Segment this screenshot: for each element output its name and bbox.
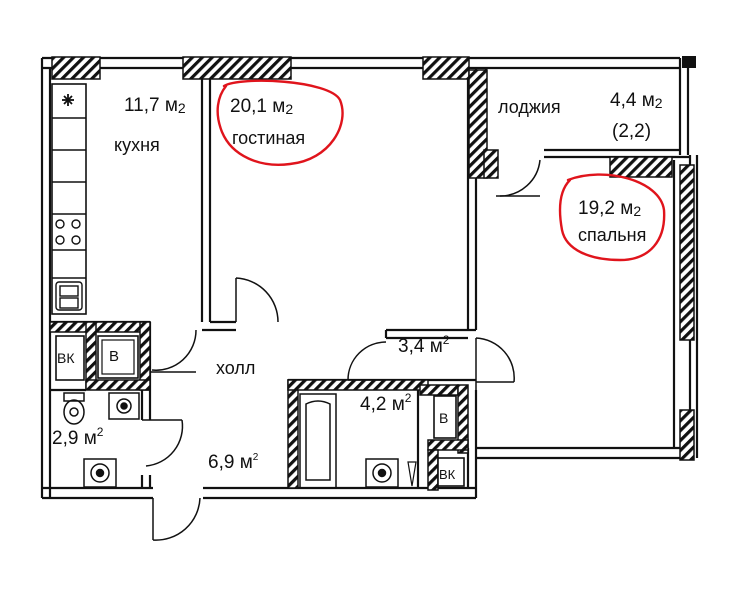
wc-area: 2,9 м2	[52, 425, 104, 449]
corridor-area: 3,4 м2	[398, 333, 450, 357]
outer-walls	[40, 56, 699, 500]
door-swing-icon	[142, 159, 541, 541]
room-labels: 11,7 м2 кухня 20,1 м2 гостиная лоджия 4,…	[52, 90, 663, 482]
v-shaft-1-label: В	[109, 348, 119, 365]
v-shaft-2	[433, 395, 457, 439]
bath-area: 4,2 м2	[360, 391, 412, 415]
bath-step-icon	[407, 461, 417, 487]
living-name: гостиная	[232, 128, 305, 148]
loggia-name: лоджия	[498, 97, 561, 117]
hall-area: 6,9 м2	[208, 452, 259, 473]
vk-shaft-1-label: ВК	[57, 350, 75, 366]
toilet-icon	[63, 392, 85, 425]
kitchen-area: 11,7 м2	[124, 95, 186, 116]
hatched-walls	[49, 56, 695, 491]
vk-shaft-1	[55, 335, 85, 381]
v-shaft-2-label: В	[439, 410, 448, 426]
vk-shaft-2	[437, 457, 465, 487]
hall-name: холл	[216, 358, 255, 378]
living-area: 20,1 м2	[230, 96, 293, 117]
wc-sink-icon	[108, 392, 140, 420]
highlight-marks	[216, 79, 666, 262]
loggia-area: 4,4 м2	[610, 90, 663, 111]
bath-sink-icon	[365, 458, 399, 488]
bedroom-area: 19,2 м2	[578, 198, 641, 219]
hob-icon	[55, 219, 81, 245]
loggia-area-reduced: (2,2)	[612, 121, 651, 142]
bathtub-icon	[299, 393, 337, 489]
sun-icon	[62, 94, 74, 106]
vk-shaft-2-label: ВК	[439, 467, 456, 482]
v-shaft-1	[97, 335, 139, 379]
floor-drain-icon-1	[83, 458, 117, 488]
sink-icon	[55, 281, 83, 311]
window-stub	[682, 56, 696, 68]
kitchen-counter	[51, 83, 87, 315]
bedroom-name: спальня	[578, 225, 646, 245]
v-shaft-1-inner	[101, 339, 135, 375]
kitchen-name: кухня	[114, 135, 160, 155]
